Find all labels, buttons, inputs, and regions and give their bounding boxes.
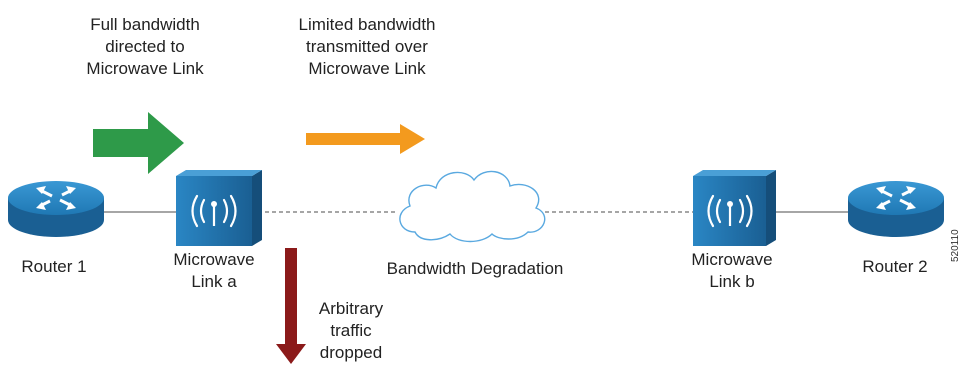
- caption-full-bandwidth: Full bandwidth directed to Microwave Lin…: [86, 15, 204, 78]
- label-bandwidth-degradation: Bandwidth Degradation: [386, 259, 564, 278]
- router-2-icon: [848, 181, 944, 237]
- green-arrow-icon: [93, 112, 184, 174]
- red-down-arrow-icon: [276, 248, 306, 364]
- label-microwave-link-a: Microwave Link a: [173, 250, 255, 291]
- microwave-link-b-icon: [693, 170, 776, 246]
- bandwidth-degradation-cloud: [399, 170, 546, 243]
- label-router-1: Router 1: [21, 257, 87, 276]
- router-1-icon: [8, 181, 104, 237]
- label-router-2: Router 2: [862, 257, 928, 276]
- microwave-link-a-icon: [176, 170, 262, 246]
- caption-limited-bandwidth: Limited bandwidth transmitted over Micro…: [298, 15, 436, 78]
- caption-traffic-dropped: Arbitrary traffic dropped: [318, 299, 384, 362]
- orange-arrow-icon: [306, 124, 425, 154]
- figure-id: 520110: [950, 229, 961, 262]
- label-microwave-link-b: Microwave Link b: [691, 250, 773, 291]
